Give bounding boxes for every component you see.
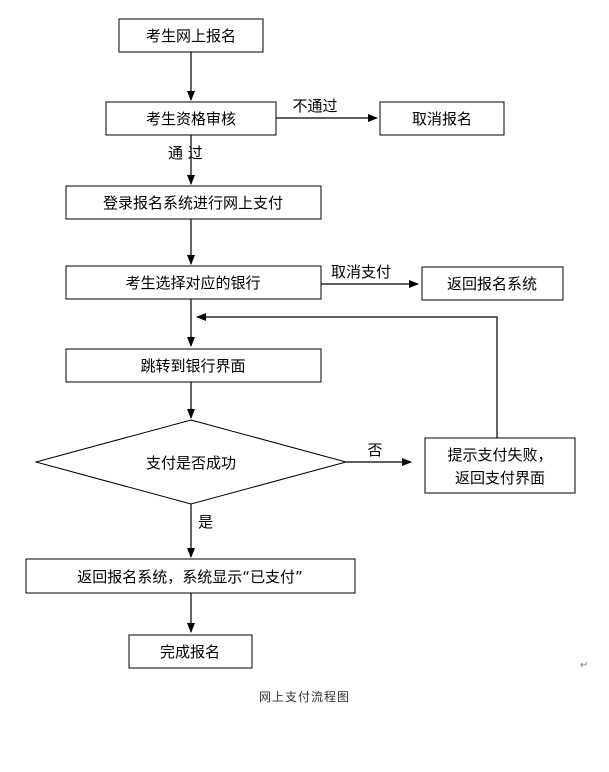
figure-caption: 网上支付流程图 [258,690,350,704]
node-bank-page-label: 跳转到银行界面 [140,357,245,375]
node-payment-failed: 提示支付失败， 返回支付界面 [424,437,576,494]
node-paid: 返回报名系统，系统显示“已支付” [25,558,356,594]
node-review-label: 考生资格审核 [146,110,236,128]
arrow-fail-loop-back [196,313,498,438]
node-cancel-registration-label: 取消报名 [412,110,472,128]
edge-label-pass: 通 过 [168,144,203,162]
node-login-pay-label: 登录报名系统进行网上支付 [103,194,283,212]
node-done-label: 完成报名 [160,643,220,661]
node-start: 考生网上报名 [118,18,264,53]
paragraph-mark-icon: ↵ [580,660,589,671]
edge-label-yes: 是 [198,513,213,531]
node-paid-label: 返回报名系统，系统显示“已支付” [77,568,303,586]
edge-label-no: 否 [367,441,382,459]
node-payment-failed-line2: 返回支付界面 [455,469,545,487]
node-choose-bank: 考生选择对应的银行 [65,265,322,300]
node-return-system: 返回报名系统 [421,266,564,301]
node-cancel-registration: 取消报名 [379,101,505,136]
node-decision: 支付是否成功 [34,419,348,505]
node-start-label: 考生网上报名 [146,27,236,45]
node-bank-page: 跳转到银行界面 [65,348,322,383]
node-decision-label: 支付是否成功 [146,454,236,472]
node-return-system-label: 返回报名系统 [447,275,537,293]
edge-label-not-pass: 不通过 [292,97,337,115]
node-login-pay: 登录报名系统进行网上支付 [65,185,322,220]
node-done: 完成报名 [128,634,253,669]
node-payment-failed-line1: 提示支付失败， [447,446,552,464]
node-review: 考生资格审核 [105,101,277,136]
node-choose-bank-label: 考生选择对应的银行 [125,274,260,292]
edge-label-cancel-pay: 取消支付 [331,263,391,281]
